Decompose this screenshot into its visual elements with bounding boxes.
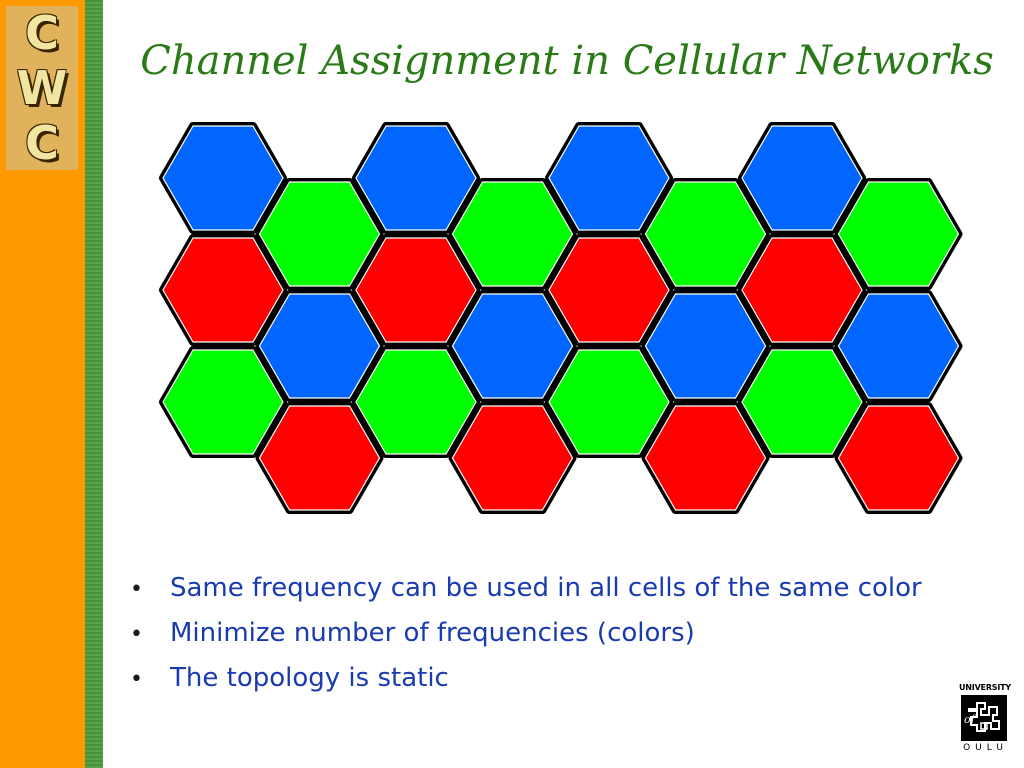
cell-red (162, 237, 284, 343)
university-emblem-icon: of (961, 695, 1007, 741)
cell-green (644, 181, 767, 287)
cell-green (451, 181, 574, 287)
cell-blue (355, 125, 477, 231)
cwc-logo-letter-c2: C (25, 115, 59, 170)
cell-green (355, 349, 477, 455)
cell-green (162, 349, 284, 455)
cell-red (355, 237, 477, 343)
cwc-logo-letter-w: W (16, 60, 68, 115)
university-of-oulu-logo: UNIVERSITY of OULU (959, 683, 1011, 755)
cell-red (644, 405, 767, 511)
cell-green (837, 181, 960, 287)
cell-blue (741, 125, 863, 231)
cell-red (548, 237, 670, 343)
bullet-text: Same frequency can be used in all cells … (170, 573, 922, 603)
cell-green (548, 349, 670, 455)
cell-green (258, 181, 381, 287)
cell-red (741, 237, 863, 343)
bullet-dot: • (130, 667, 143, 692)
cell-red (837, 405, 960, 511)
slide-title: Channel Assignment in Cellular Networks (140, 38, 994, 84)
cell-red (451, 405, 574, 511)
left-sidebar-bar: C W C (0, 0, 85, 768)
sidebar-green-stripe (85, 0, 103, 768)
bullet-item: • Minimize number of frequencies (colors) (130, 611, 922, 656)
university-logo-top-text: UNIVERSITY (959, 683, 1011, 692)
cwc-logo: C W C (6, 6, 78, 170)
cwc-logo-letter-c1: C (25, 6, 59, 61)
bullet-dot: • (130, 622, 143, 647)
bullet-text: The topology is static (170, 663, 449, 693)
cell-blue (644, 293, 767, 399)
bullet-item: • The topology is static (130, 656, 922, 701)
bullet-item: • Same frequency can be used in all cells… (130, 566, 922, 611)
cell-blue (162, 125, 284, 231)
cell-blue (837, 293, 960, 399)
university-logo-of-text: of (964, 713, 975, 726)
bullet-text: Minimize number of frequencies (colors) (170, 618, 695, 648)
bullet-list: • Same frequency can be used in all cells… (130, 566, 922, 701)
cell-blue (451, 293, 574, 399)
bullet-dot: • (130, 577, 143, 602)
cell-green (741, 349, 863, 455)
cell-red (258, 405, 381, 511)
university-logo-bottom-text: OULU (963, 743, 1008, 753)
cell-blue (548, 125, 670, 231)
cell-blue (258, 293, 381, 399)
